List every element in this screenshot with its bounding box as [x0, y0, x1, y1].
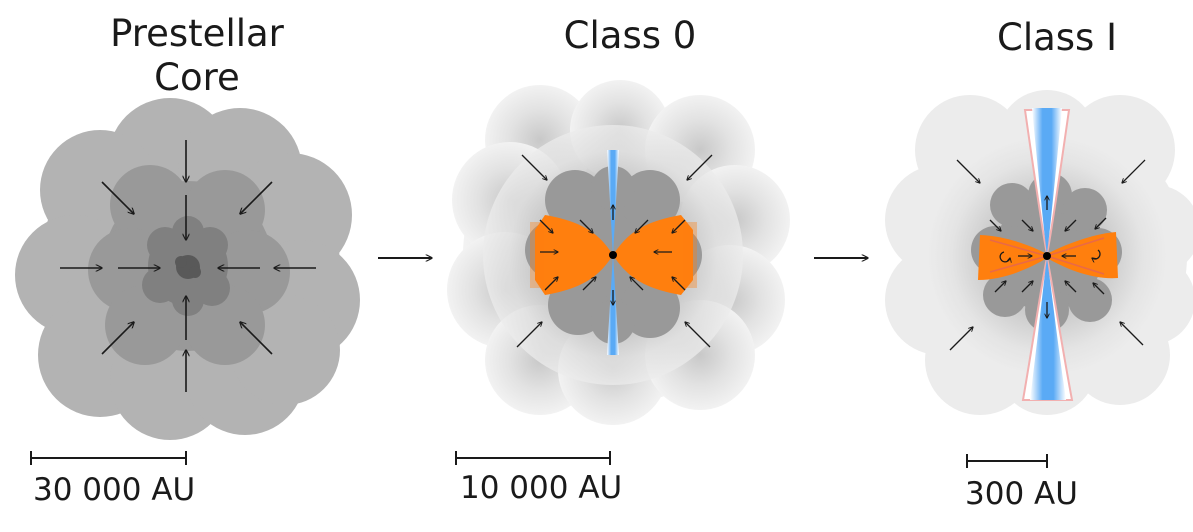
class1-jet-top: [1032, 108, 1062, 254]
infall-arrow: [101, 181, 134, 214]
scale-label-prestellar: 30 000 AU: [33, 472, 196, 508]
class0-protostar: [447, 80, 790, 425]
stage-title-class0: Class 0: [563, 14, 697, 57]
prestellar-core: [15, 98, 360, 440]
class0-arrows: [516, 154, 713, 348]
class0-disk-right: [613, 215, 693, 295]
scale-bar-class1: [966, 454, 1048, 468]
class1-jet-bottom: [1030, 258, 1066, 400]
class0-disk-left: [535, 215, 613, 295]
class0-disk: [530, 215, 697, 295]
prestellar-center: [175, 255, 201, 279]
class1-disk: [978, 232, 1118, 280]
prestellar-infall-arrows: [60, 140, 316, 392]
class1-arrows: [949, 159, 1146, 351]
infall-arrow: [240, 322, 273, 355]
infall-arrow: [240, 181, 273, 214]
class1-protostar-dot: [1043, 252, 1051, 260]
scale-label-class0: 10 000 AU: [460, 470, 623, 506]
stage-title-prestellar-line2: Core: [154, 56, 240, 99]
scale-bar-class0: [455, 451, 611, 465]
class1-disk-right: [1047, 232, 1118, 279]
infall-arrow: [101, 322, 134, 355]
scale-bar-prestellar: [30, 451, 187, 465]
class1-protostar: [885, 90, 1193, 415]
class1-disk-left: [978, 235, 1047, 280]
stage-title-class1: Class I: [996, 16, 1117, 59]
stage-title-prestellar-line1: Prestellar: [110, 12, 284, 55]
class1-rotation-arrows: [999, 249, 1101, 262]
class0-protostar-dot: [609, 251, 617, 259]
class0-jet-top: [607, 150, 619, 255]
stage-title-prestellar: Prestellar Core: [97, 12, 297, 100]
scale-label-class1: 300 AU: [965, 476, 1078, 512]
